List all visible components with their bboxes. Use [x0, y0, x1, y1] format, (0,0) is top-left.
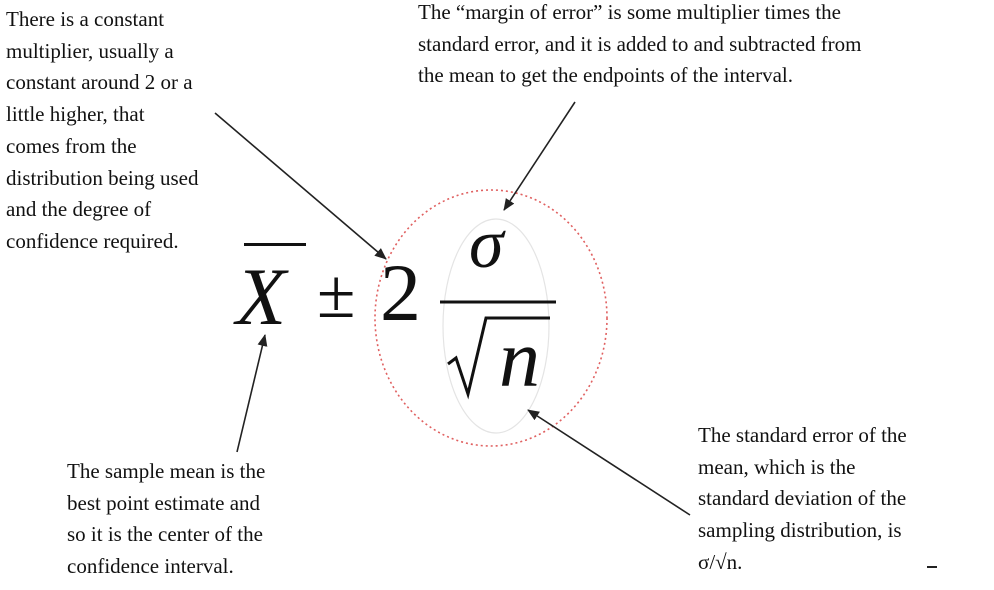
square-root-sign	[447, 316, 550, 400]
sample-mean-annotation: The sample mean is the best point estima…	[67, 459, 266, 579]
standard-error-annotation: The standard error of the mean, which is…	[698, 423, 907, 574]
multiplier-annotation: There is a constant multiplier, usually …	[6, 7, 199, 253]
plus-minus-sign: ±	[317, 256, 356, 333]
mean-overbar	[244, 243, 306, 246]
standard-error-arrow	[527, 409, 691, 516]
stray-dash-mark	[927, 566, 937, 568]
margin-of-error-annotation: The “margin of error” is some multiplier…	[418, 0, 862, 88]
n-denominator: n	[499, 313, 540, 404]
margin-of-error-arrow	[503, 101, 576, 211]
sample-mean-arrow	[236, 334, 268, 453]
margin-of-error-ellipse	[374, 189, 608, 447]
sample-mean-symbol: X	[236, 251, 287, 342]
standard-error-ellipse	[442, 218, 550, 434]
multiplier-arrow	[214, 112, 387, 260]
multiplier-value: 2	[380, 247, 421, 338]
